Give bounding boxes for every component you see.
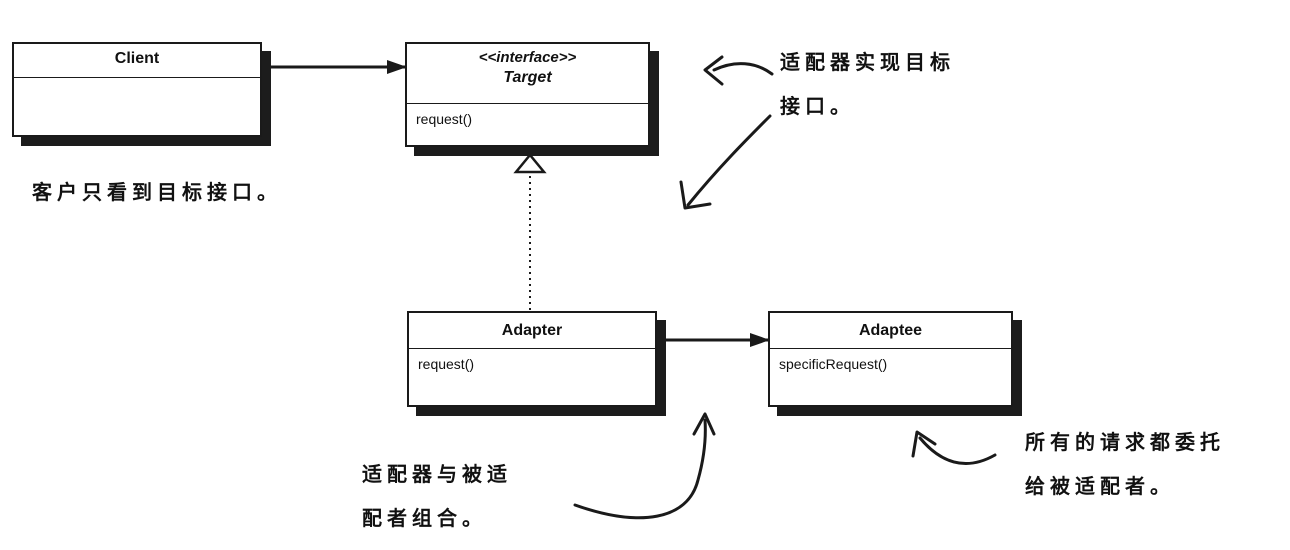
adapter-class: Adapter request() (407, 311, 657, 407)
realization-triangle (513, 153, 547, 174)
adapter-note: 适配器与被适 配者组合。 (362, 452, 512, 540)
adapter-class-body: request() (409, 349, 655, 372)
client-note: 客户只看到目标接口。 (32, 170, 282, 214)
adaptee-class: Adaptee specificRequest() (768, 311, 1013, 407)
adapter-note-line2: 配者组合。 (362, 506, 487, 530)
target-interface-name: Target (503, 69, 552, 86)
client-note-text: 客户只看到目标接口。 (32, 180, 282, 204)
adaptee-method: specificRequest() (779, 356, 888, 372)
target-interface: <<interface>> Target request() (405, 42, 650, 147)
adaptee-class-name: Adaptee (858, 322, 923, 339)
adapter-note-arrow (573, 412, 716, 520)
target-stereotype: <<interface>> (478, 49, 577, 66)
target-interface-body: request() (407, 104, 648, 127)
adaptee-class-header: Adaptee (770, 313, 1011, 349)
adapter-class-name: Adapter (501, 322, 563, 339)
target-note-line2: 接口。 (780, 94, 855, 118)
client-class-header: Client (14, 44, 260, 78)
client-class-body (14, 78, 260, 85)
client-class: Client (12, 42, 262, 137)
target-method: request() (416, 111, 473, 127)
adaptee-note: 所有的请求都委托 给被适配者。 (1025, 420, 1225, 508)
target-note-arrow (703, 55, 774, 86)
target-note: 适配器实现目标 接口。 (780, 40, 955, 128)
target-note-line1: 适配器实现目标 (780, 50, 955, 74)
adapter-note-line1: 适配器与被适 (362, 462, 512, 486)
adaptee-class-body: specificRequest() (770, 349, 1011, 372)
target-note-pointer-arrow (679, 114, 772, 210)
adaptee-note-line2: 给被适配者。 (1025, 474, 1175, 498)
adaptee-note-line1: 所有的请求都委托 (1025, 430, 1225, 454)
adapter-class-header: Adapter (409, 313, 655, 349)
client-class-name: Client (114, 50, 160, 67)
adaptee-note-arrow (911, 430, 997, 465)
target-interface-header: <<interface>> Target (407, 44, 648, 104)
adapter-method: request() (418, 356, 475, 372)
